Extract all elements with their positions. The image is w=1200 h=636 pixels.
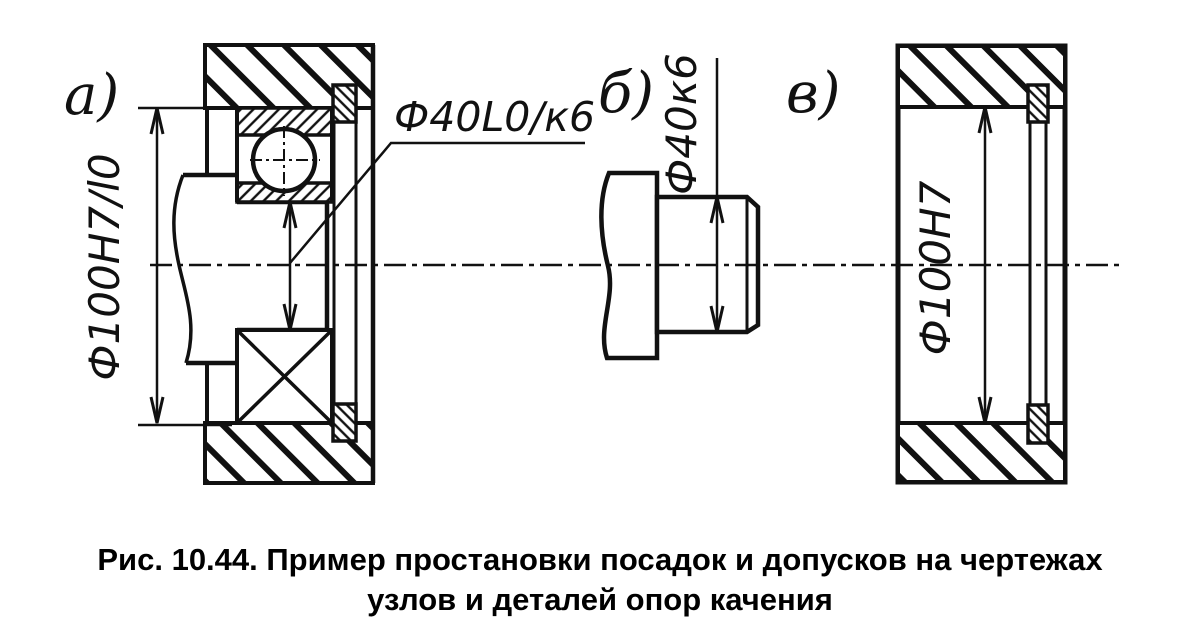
ring-groove bbox=[1026, 83, 1050, 445]
view-a-assembly: Ф100Н7/l0 Ф40L0/к6 а) bbox=[64, 43, 595, 485]
figure-drawing: Ф100Н7/l0 Ф40L0/к6 а) Ф40к6 б) bbox=[64, 43, 1125, 485]
dim-label-bearing-shaft-fit: Ф40L0/к6 bbox=[394, 93, 595, 141]
dimension-journal: Ф40к6 bbox=[657, 53, 725, 333]
dimension-shaft-fit: Ф40L0/к6 bbox=[282, 93, 595, 331]
view-b-label: б) bbox=[598, 61, 654, 126]
housing-section bbox=[203, 43, 376, 485]
arrow-up-icon bbox=[977, 106, 993, 134]
retaining-ring bbox=[331, 83, 358, 443]
view-a-label: а) bbox=[64, 63, 119, 128]
dim-label-shaft-journal: Ф40к6 bbox=[657, 53, 706, 195]
arrow-down-icon bbox=[977, 396, 993, 424]
figure-caption: Рис. 10.44. Пример простановки посадок и… bbox=[0, 540, 1200, 620]
arrow-down-icon bbox=[149, 396, 165, 424]
arrow-down-icon bbox=[709, 305, 725, 333]
dim-label-housing-fit: Ф100Н7/l0 bbox=[80, 153, 129, 380]
ball-bearing-detailed bbox=[235, 106, 334, 204]
figure-caption-line1: Рис. 10.44. Пример простановки посадок и… bbox=[97, 542, 1103, 577]
view-b-shaft-detail: Ф40к6 б) bbox=[598, 53, 761, 361]
shaft-break-line bbox=[172, 174, 193, 364]
dim-label-housing-bore: Ф100Н7 bbox=[911, 180, 960, 355]
ball-center-lines bbox=[250, 126, 320, 196]
arrow-up-icon bbox=[709, 196, 725, 224]
leader-line bbox=[289, 141, 585, 264]
arrow-up-icon bbox=[282, 201, 298, 229]
arrow-up-icon bbox=[149, 107, 165, 135]
dimension-housing-fit: Ф100Н7/l0 bbox=[80, 106, 232, 427]
view-v-label: в) bbox=[786, 61, 840, 126]
ball-bearing-simplified bbox=[235, 328, 334, 425]
figure-caption-line2: узлов и деталей опор качения bbox=[367, 582, 833, 617]
arrow-down-icon bbox=[282, 303, 298, 331]
